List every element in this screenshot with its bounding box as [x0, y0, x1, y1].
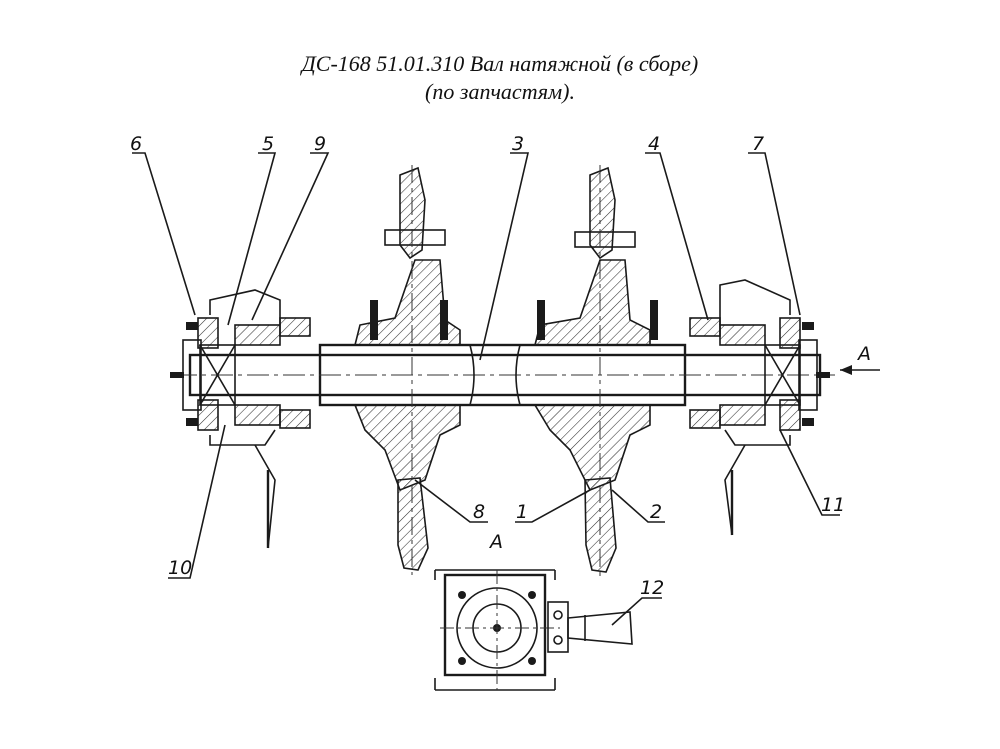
callout-9: 9: [314, 133, 326, 155]
right-sprocket: [533, 165, 658, 578]
view-arrow: А: [840, 343, 880, 375]
callout-8: 8: [473, 501, 485, 523]
view-a: А: [434, 531, 633, 691]
callout-3: 3: [512, 133, 524, 155]
callouts: 6 5 9 3 4 7 8 1 2 11 10 12: [130, 133, 845, 626]
callout-2: 2: [650, 501, 662, 523]
callout-5: 5: [262, 133, 274, 155]
callout-1: 1: [516, 501, 528, 523]
view-a-label: А: [488, 531, 503, 553]
right-bearing-housing: [689, 279, 830, 536]
callout-6: 6: [130, 133, 142, 155]
callout-10: 10: [168, 557, 192, 579]
left-sprocket: [353, 165, 461, 575]
callout-4: 4: [648, 133, 660, 155]
callout-11: 11: [821, 494, 845, 516]
title-line-2: (по запчастям).: [425, 79, 575, 104]
callout-12: 12: [640, 577, 664, 599]
drawing-title: ДС-168 51.01.310 Вал натяжной (в сборе) …: [0, 50, 1000, 106]
view-arrow-label: А: [856, 343, 871, 365]
callout-7: 7: [752, 133, 764, 155]
left-bearing-housing: [170, 289, 311, 549]
title-line-1: ДС-168 51.01.310 Вал натяжной (в сборе): [301, 51, 699, 76]
shaft: [175, 343, 835, 407]
